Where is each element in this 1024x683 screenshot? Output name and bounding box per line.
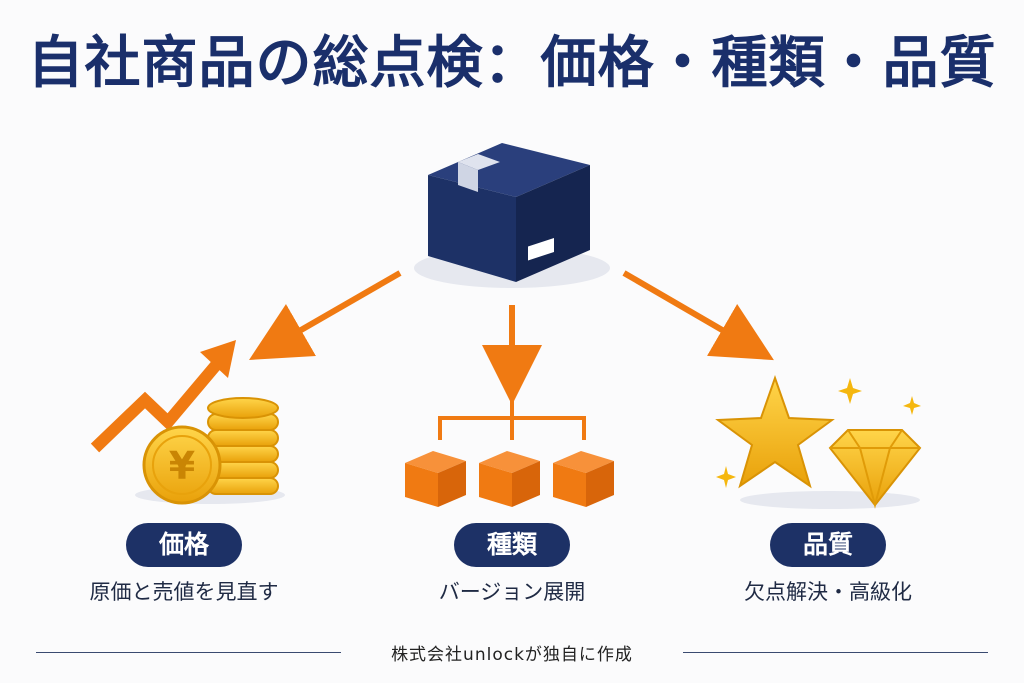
yen-symbol: ¥ bbox=[169, 444, 195, 488]
sparkle-icons bbox=[716, 378, 921, 488]
badge-variety: 種類 bbox=[454, 523, 570, 567]
footer-divider-left bbox=[36, 652, 341, 653]
yen-coins-growth-icon: ¥ bbox=[90, 340, 285, 505]
description-variety: バージョン展開 bbox=[438, 580, 586, 604]
footer-credit: 株式会社unlockが独自に作成 bbox=[391, 645, 633, 665]
badge-price: 価格 bbox=[126, 523, 242, 567]
diamond-icon bbox=[828, 429, 922, 509]
description-price: 原価と売値を見直す bbox=[89, 580, 279, 604]
product-box-icon bbox=[414, 143, 610, 288]
box-small-2 bbox=[479, 451, 540, 507]
arrows bbox=[249, 270, 774, 405]
description-quality: 欠点解決・高級化 bbox=[744, 580, 912, 604]
box-small-1 bbox=[405, 451, 466, 507]
arrow-to-quality bbox=[622, 270, 774, 361]
multiple-boxes-icon bbox=[405, 398, 614, 507]
box-small-3 bbox=[553, 451, 614, 507]
yen-coin bbox=[142, 425, 222, 505]
star-diamond-icon bbox=[715, 374, 922, 509]
page-title: 自社商品の総点検：価格・種類・品質 bbox=[27, 31, 997, 96]
arrow-to-price bbox=[249, 270, 402, 360]
footer-divider-right bbox=[683, 652, 988, 653]
badge-quality: 品質 bbox=[770, 523, 886, 567]
star-icon bbox=[715, 374, 835, 489]
